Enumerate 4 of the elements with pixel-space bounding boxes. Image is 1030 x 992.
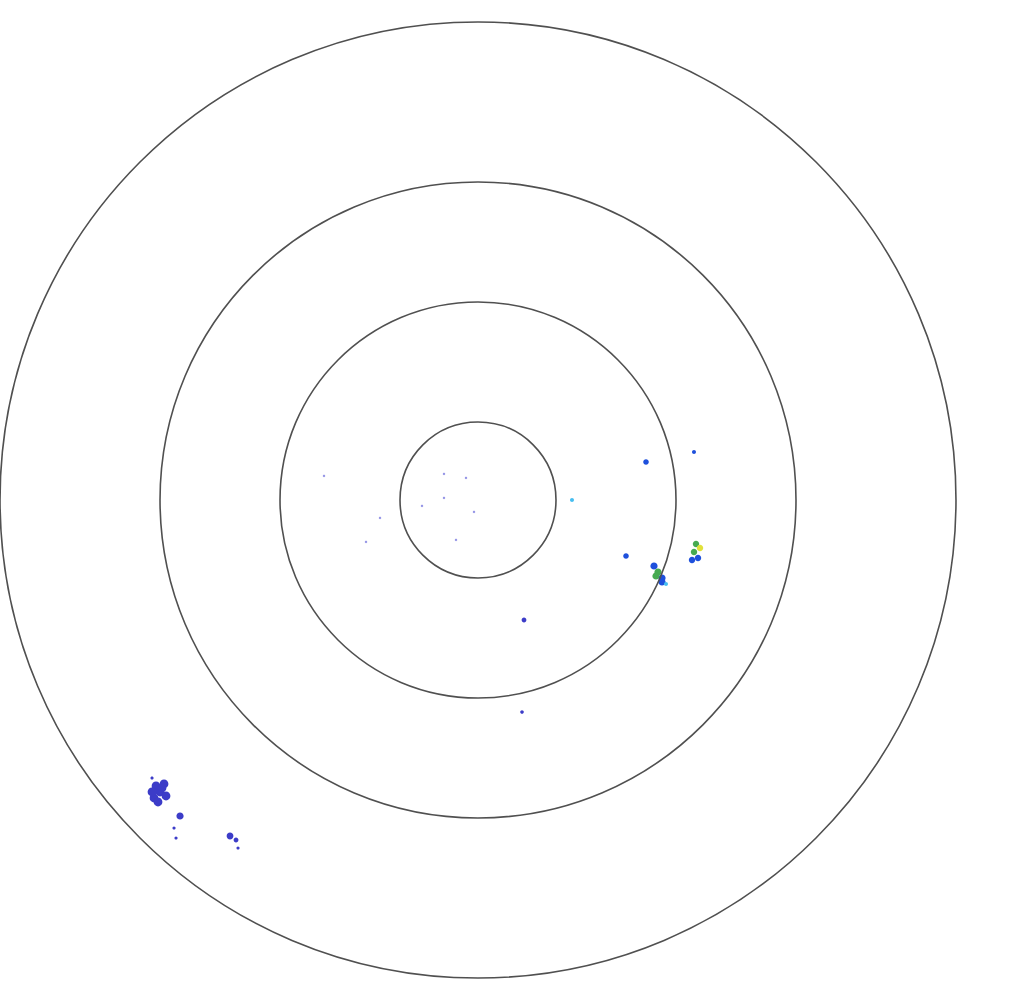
range-ring	[279, 301, 677, 699]
range-ring	[0, 21, 957, 979]
range-ring	[399, 421, 557, 579]
range-ring	[159, 181, 797, 819]
